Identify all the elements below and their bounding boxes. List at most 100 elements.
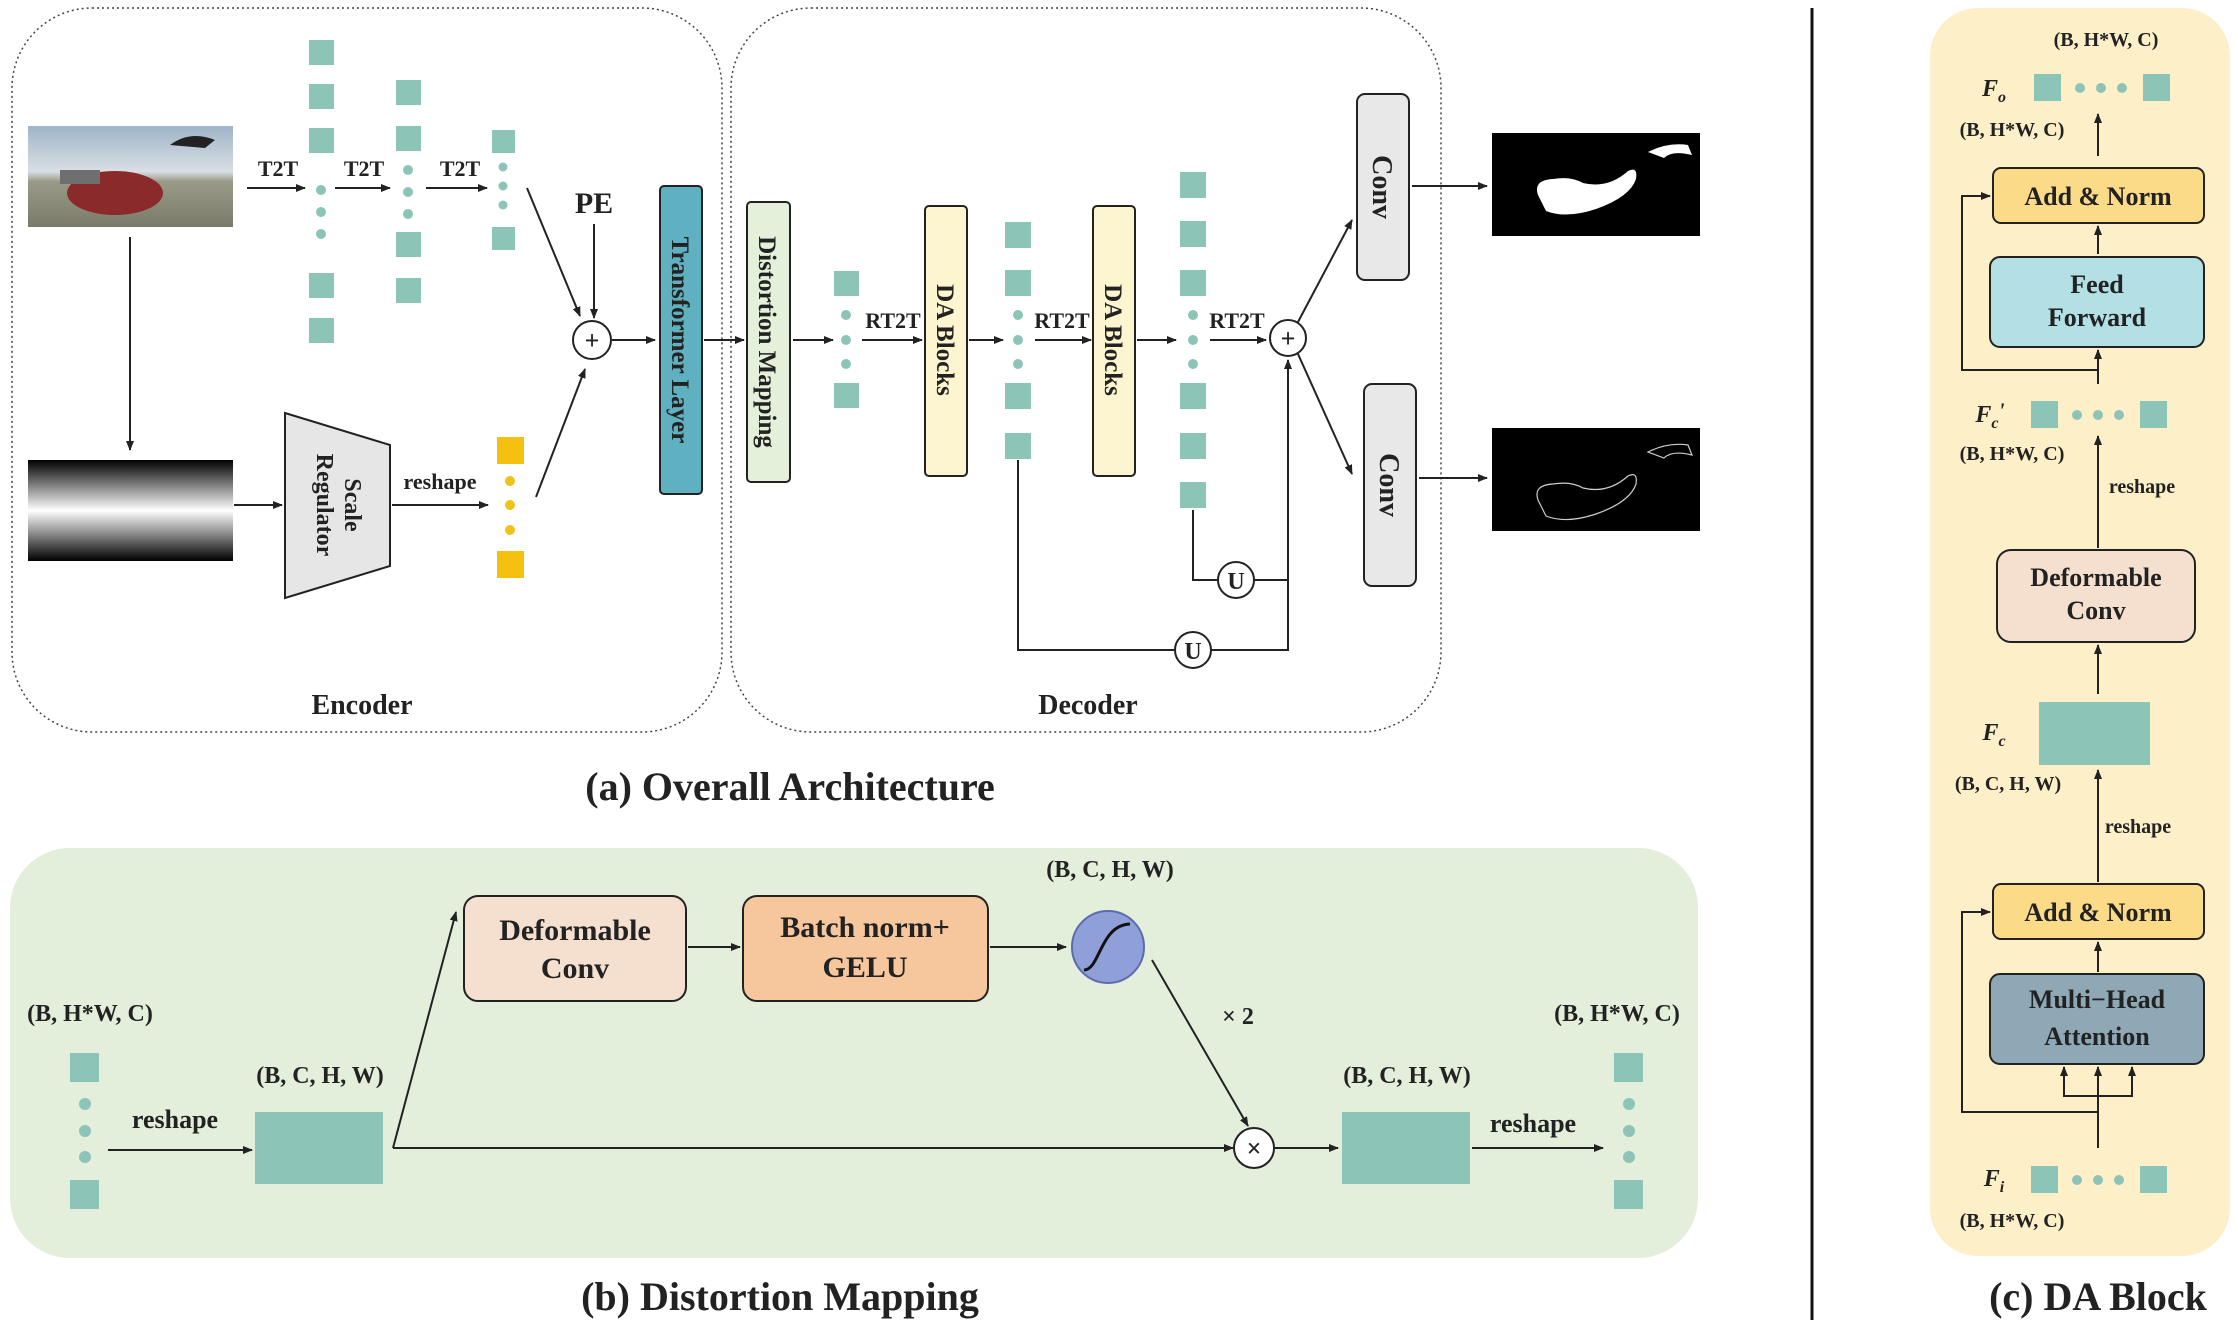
token-column-1: [309, 40, 334, 343]
da-feed-forward-line2: Forward: [2048, 303, 2147, 332]
distortion-map-image: [28, 460, 233, 561]
union-node-2-symbol: U: [1184, 639, 1201, 665]
union-node-1: U: [1217, 561, 1255, 599]
encoder-title: Encoder: [311, 690, 412, 721]
dm-output-tokens: [1614, 1053, 1643, 1209]
dm-dim-input: (B, H*W, C): [27, 1001, 153, 1027]
decoder-add-node-symbol: +: [1281, 324, 1296, 353]
da-add-norm-bottom: Add & Norm: [1992, 883, 2205, 940]
sigmoid-icon: [1083, 922, 1131, 972]
da-mha-line2: Attention: [2044, 1022, 2150, 1051]
da-multi-head-attention: Multi−Head Attention: [1989, 973, 2205, 1065]
da-blocks-2: DA Blocks: [1092, 205, 1136, 477]
dm-dim-feature-2: (B, C, H, W): [1343, 1063, 1471, 1089]
dm-deformable-conv: Deformable Conv: [463, 895, 687, 1002]
t2t-label-2: T2T: [344, 156, 385, 181]
da-fi-label: Fi: [1983, 1166, 2005, 1196]
dm-feature-map-2: [1342, 1112, 1470, 1184]
dm-multiply-node: ×: [1233, 1127, 1275, 1169]
da-fc-label: Fc: [1981, 720, 2005, 750]
da-add-norm-top: Add & Norm: [1992, 167, 2205, 224]
da-dim-fi: (B, H*W, C): [1960, 1210, 2065, 1232]
dm-multiply-symbol: ×: [1247, 1134, 1262, 1163]
distortion-mapping-label: Distortion Mapping: [753, 236, 780, 448]
encoder-panel: Encoder T2T T2T: [11, 7, 723, 733]
t2t-label-1: T2T: [258, 156, 299, 181]
transformer-layer: Transformer Layer: [659, 185, 703, 495]
decoder-token-column-2: [1005, 222, 1031, 459]
panorama-image: [28, 126, 233, 227]
decoder-token-column-1: [834, 271, 859, 408]
pe-label: PE: [575, 187, 613, 220]
da-blocks-2-label: DA Blocks: [1099, 284, 1126, 396]
decoder-panel: Decoder Distortion Mapping RT2T DA Block…: [730, 7, 1442, 733]
dm-dim-output: (B, H*W, C): [1554, 1001, 1680, 1027]
da-feed-forward-line1: Feed: [2070, 270, 2124, 299]
scale-regulator: Scale Regulator: [284, 411, 391, 600]
union-node-1-symbol: U: [1227, 569, 1244, 595]
scale-token-column: [497, 437, 524, 578]
dm-reshape-1: reshape: [132, 1105, 218, 1134]
da-add-norm-bottom-label: Add & Norm: [2024, 898, 2172, 927]
da-fc-feature-map: [2039, 702, 2150, 765]
token-column-2: [396, 80, 421, 303]
distortion-mapping-block: Distortion Mapping: [746, 201, 791, 483]
dm-deformable-line1: Deformable: [499, 914, 651, 947]
da-fo-tokens: [2034, 74, 2170, 101]
dm-input-tokens: [70, 1053, 99, 1209]
da-deformable-line1: Deformable: [2030, 563, 2161, 592]
caption-da-block: (c) DA Block: [1989, 1274, 2208, 1319]
caption-overall: (a) Overall Architecture: [585, 764, 995, 809]
edge-output-image: [1492, 428, 1700, 531]
scale-regulator-line2: Regulator: [311, 454, 337, 557]
da-blocks-1: DA Blocks: [924, 205, 968, 477]
dm-dim-sigmoid: (B, C, H, W): [1046, 857, 1174, 883]
conv-top-label: Conv: [1366, 155, 1397, 219]
distortion-mapping-panel: (B, H*W, C) reshape (B, C, H, W) Deforma…: [10, 848, 1698, 1258]
da-fc-prime-tokens: [2031, 401, 2167, 428]
da-reshape-top: reshape: [2109, 476, 2175, 498]
dm-deformable-line2: Conv: [541, 952, 609, 985]
rt2t-label-2: RT2T: [1034, 308, 1090, 333]
reshape-label-encoder: reshape: [404, 469, 477, 494]
decoder-token-column-3: [1180, 172, 1206, 508]
decoder-add-node: +: [1269, 319, 1307, 357]
transformer-layer-label: Transformer Layer: [666, 237, 693, 444]
caption-distortion: (b) Distortion Mapping: [581, 1274, 979, 1319]
rt2t-label-3: RT2T: [1209, 308, 1265, 333]
da-blocks-1-label: DA Blocks: [931, 284, 958, 396]
da-deformable-line2: Conv: [2066, 596, 2125, 625]
da-fo-label: Fo: [1981, 76, 2006, 106]
da-feed-forward: Feed Forward: [1989, 256, 2205, 348]
da-fc-prime-label: Fc': [1974, 398, 2004, 432]
dm-feature-map-1: [255, 1112, 383, 1184]
da-reshape-bottom: reshape: [2105, 816, 2171, 838]
token-column-3: [492, 130, 515, 250]
da-dim-fc: (B, C, H, W): [1955, 773, 2061, 795]
decoder-title: Decoder: [1038, 690, 1138, 721]
add-node-symbol: +: [585, 326, 600, 355]
dm-reshape-2: reshape: [1490, 1109, 1576, 1138]
da-mha-line1: Multi−Head: [2029, 985, 2166, 1014]
union-node-2: U: [1174, 631, 1212, 669]
da-add-norm-top-label: Add & Norm: [2024, 182, 2172, 211]
dm-batchnorm-gelu: Batch norm+ GELU: [742, 895, 989, 1002]
dm-sigmoid-node: [1071, 910, 1145, 984]
da-dim-top: (B, H*W, C): [2054, 29, 2159, 51]
conv-block-top: Conv: [1356, 93, 1410, 281]
dm-dim-feature-1: (B, C, H, W): [256, 1063, 384, 1089]
saliency-output-image: [1492, 133, 1700, 236]
t2t-label-3: T2T: [440, 156, 481, 181]
dm-times-two: × 2: [1222, 1004, 1254, 1030]
rt2t-label-1: RT2T: [865, 308, 921, 333]
da-block-panel: (B, H*W, C) Fo (B, H*W, C) Add & Norm Fe…: [1930, 8, 2230, 1256]
conv-block-bottom: Conv: [1363, 383, 1417, 587]
scale-regulator-line1: Scale: [339, 478, 365, 532]
da-dim-fo: (B, H*W, C): [1960, 119, 2065, 141]
da-deformable-conv: Deformable Conv: [1996, 549, 2196, 643]
add-node: +: [572, 320, 612, 360]
da-fi-tokens: [2031, 1166, 2167, 1193]
da-dim-fc-prime: (B, H*W, C): [1960, 443, 2065, 465]
conv-bottom-label: Conv: [1373, 453, 1404, 517]
